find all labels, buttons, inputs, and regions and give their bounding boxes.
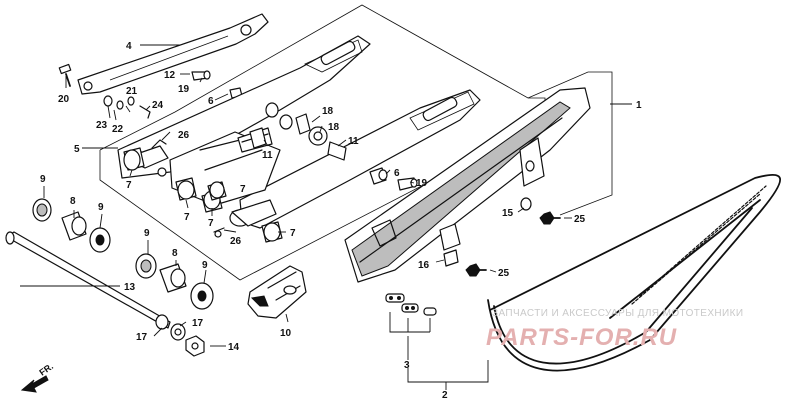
chain-case-group-bracket (527, 71, 613, 216)
callout-9-a: 9 (40, 174, 46, 185)
callout-18-a: 18 (322, 106, 334, 117)
collar-19-lower (397, 177, 418, 191)
bolt-15 (520, 197, 532, 211)
callout-25-lower: 25 (498, 268, 510, 279)
leader-lines (20, 44, 632, 390)
callout-7-d: 7 (240, 184, 246, 195)
callout-20: 20 (58, 94, 70, 105)
callout-15: 15 (502, 208, 514, 219)
washer-set-21-24 (103, 95, 151, 119)
callout-10: 10 (280, 328, 292, 339)
callout-5: 5 (74, 144, 80, 155)
callout-21: 21 (126, 86, 138, 97)
bushing-7-set (123, 147, 283, 243)
callout-19-lower: 19 (416, 178, 428, 189)
callout-26-upper: 26 (178, 130, 190, 141)
callout-18-b: 18 (328, 122, 340, 133)
callout-7-b: 7 (184, 212, 190, 223)
svg-text:FR.: FR. (37, 361, 55, 378)
callout-2: 2 (442, 390, 448, 401)
callout-17-a: 17 (136, 332, 148, 343)
callout-7-c: 7 (208, 218, 214, 229)
callout-17-b: 17 (192, 318, 204, 329)
bolt-20 (58, 63, 72, 87)
callout-16: 16 (418, 260, 430, 271)
watermark: ЗАПЧАСТИ И АКСЕССУАРЫ ДЛЯ МОТОТЕХНИКИ PA… (486, 308, 743, 351)
callout-9-d: 9 (202, 260, 208, 271)
bolt-25-upper (539, 211, 561, 225)
chain-slider (247, 265, 307, 319)
callout-9-b: 9 (98, 202, 104, 213)
washer-16 (443, 249, 459, 267)
master-link-set (385, 293, 437, 316)
bolt-25-lower (465, 263, 487, 277)
callout-7-a: 7 (126, 180, 132, 191)
callout-8-a: 8 (70, 196, 76, 207)
front-direction-indicator: FR. (20, 361, 55, 393)
swingarm-group-boundary (99, 4, 546, 281)
watermark-logo: PARTS-FOR.RU (486, 324, 677, 351)
callout-11-b: 11 (348, 136, 359, 147)
pivot-nut-14 (185, 335, 205, 357)
bushing-6-lower (369, 167, 388, 185)
drive-chain (487, 174, 781, 372)
collar-11-18-set (249, 102, 347, 161)
callout-4: 4 (126, 41, 132, 52)
pivot-shaft (5, 231, 171, 329)
pivot-seal-set-right (135, 253, 214, 310)
callout-6-lower: 6 (394, 168, 400, 179)
callout-24: 24 (152, 100, 164, 111)
callout-1: 1 (636, 100, 642, 111)
callout-25-upper: 25 (574, 214, 586, 225)
callout-3: 3 (404, 360, 410, 371)
chain-case (344, 87, 591, 283)
chain-guide-arm (77, 13, 269, 95)
callout-13: 13 (124, 282, 136, 293)
callout-9-c: 9 (144, 228, 150, 239)
watermark-tagline: ЗАПЧАСТИ И АКСЕССУАРЫ ДЛЯ МОТОТЕХНИКИ (492, 308, 743, 319)
callout-6: 6 (208, 96, 214, 107)
callout-8-b: 8 (172, 248, 178, 259)
callout-7-e: 7 (290, 228, 296, 239)
callout-12: 12 (164, 70, 176, 81)
swingarm-frame (117, 35, 481, 229)
callout-26-lower: 26 (230, 236, 242, 247)
grease-fitting-26-upper (151, 139, 167, 177)
callout-11-a: 11 (262, 150, 273, 161)
collar-12 (191, 70, 211, 81)
callout-19: 19 (178, 84, 190, 95)
callout-23: 23 (96, 120, 108, 131)
callout-14: 14 (228, 342, 240, 353)
washer-17-set (155, 314, 186, 341)
callout-22: 22 (112, 124, 124, 135)
pivot-seal-set-left (32, 198, 111, 253)
grease-fitting-26-lower (213, 227, 225, 238)
callout-labels: 4 1 5 20 12 19 6 21 24 23 22 26 7 7 7 7 … (40, 41, 642, 401)
